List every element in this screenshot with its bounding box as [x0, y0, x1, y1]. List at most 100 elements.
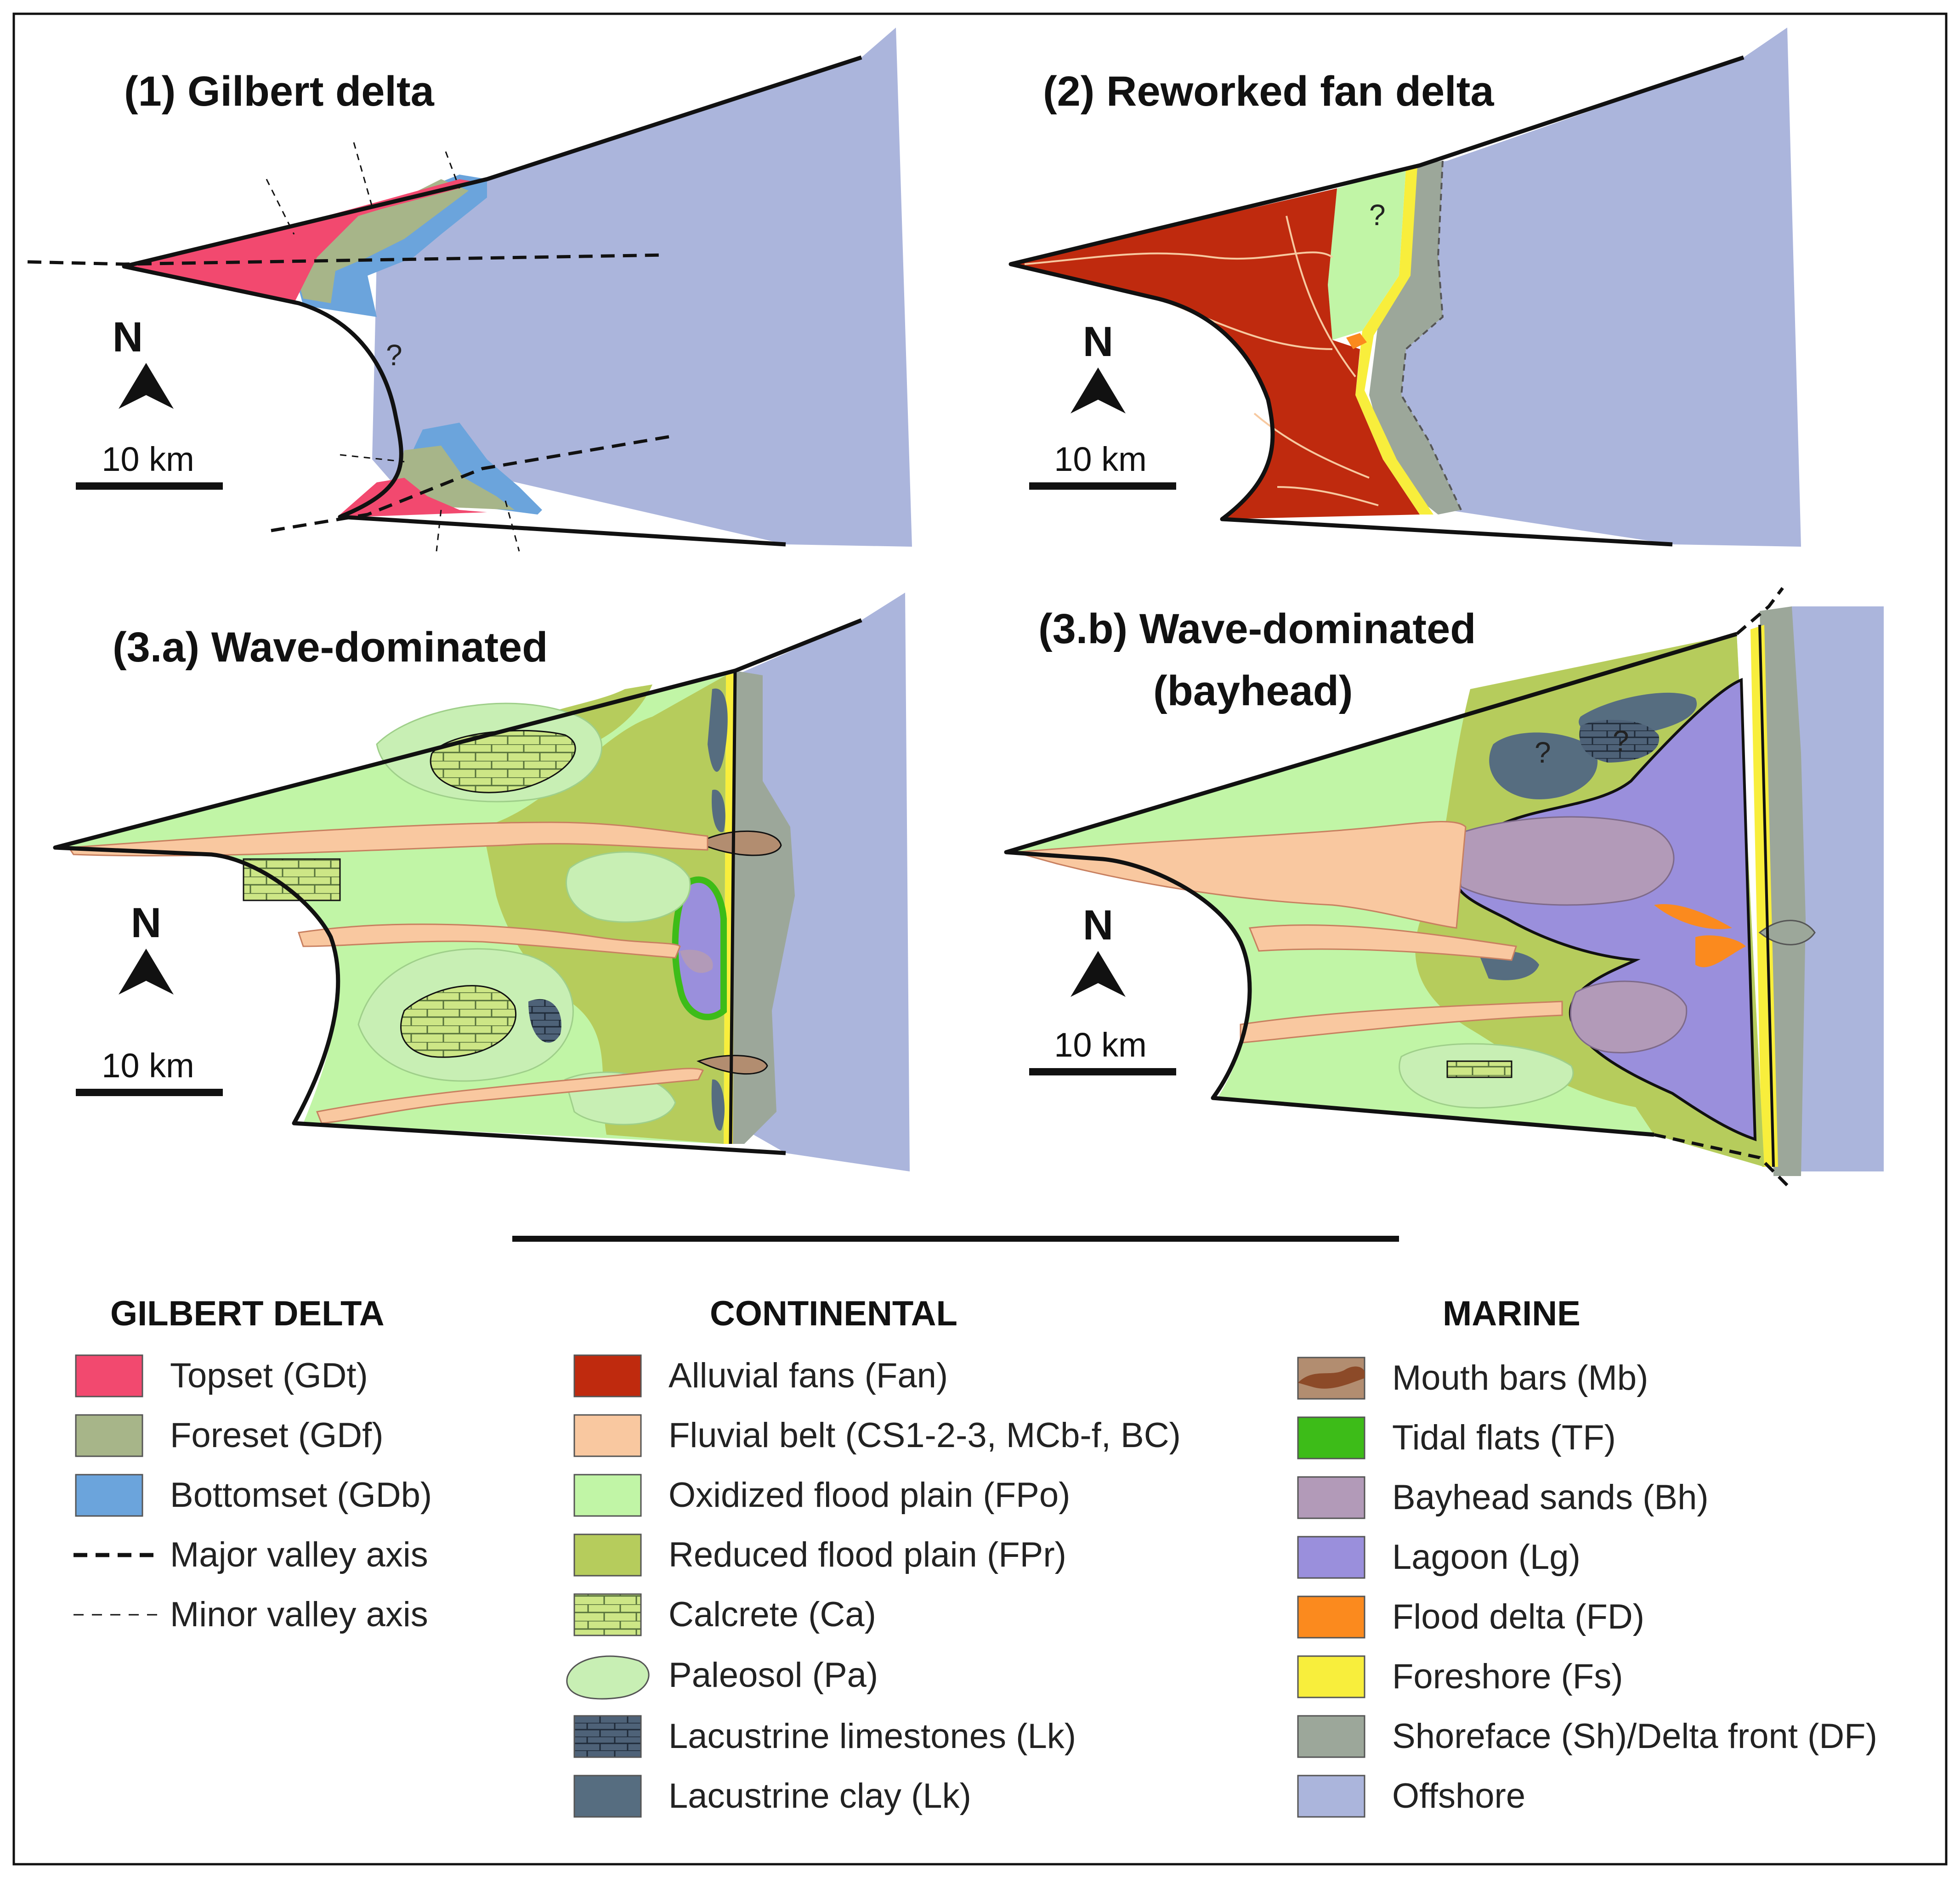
shoreline-line: [1758, 624, 1775, 1167]
legend-label: Minor valley axis: [170, 1595, 428, 1634]
panel-reworked-fan-delta: ? (2) Reworked fan delta N 10 km: [1008, 28, 1801, 547]
valley-outline-dashed-south: [1654, 1133, 1789, 1187]
shoreface-area: [726, 671, 795, 1144]
north-label: N: [131, 899, 161, 946]
bayhead-sand-blob: [680, 950, 713, 973]
panel-title-line1: (3.b) Wave-dominated: [1038, 605, 1476, 652]
fluvial-belts: [68, 821, 708, 1124]
panel-wave-dominated: (3.a) Wave-dominated N 10 km: [53, 593, 910, 1171]
topset-south: [340, 478, 487, 517]
mouth-bar: [1758, 920, 1816, 945]
unknown-mark: ?: [1535, 736, 1551, 769]
legend-label: Lacustrine limestones (Lk): [668, 1717, 1076, 1756]
legend-heading-marine: MARINE: [1443, 1294, 1580, 1333]
major-valley-axis-south: [271, 435, 671, 532]
legend-item-foreset: Foreset (GDf): [75, 1414, 384, 1457]
offshore-area: [358, 28, 912, 547]
foreshore-strip: [1355, 166, 1433, 515]
valley-outline: [1008, 55, 1745, 547]
scale-bar: [76, 482, 223, 490]
north-label: N: [1083, 318, 1113, 365]
panel-title: (3.a) Wave-dominated: [113, 624, 548, 671]
offshore-area: [735, 593, 910, 1171]
legend-label: Fluvial belt (CS1-2-3, MCb-f, BC): [668, 1416, 1181, 1455]
scale-bar-label: 10 km: [102, 440, 194, 478]
paleosol-blob-icon: [566, 1655, 650, 1700]
legend-item-fluvial-belt: Fluvial belt (CS1-2-3, MCb-f, BC): [573, 1414, 1181, 1457]
north-label: N: [1083, 902, 1113, 949]
legend-item-oxidized-flood-plain: Oxidized flood plain (FPo): [573, 1474, 1070, 1517]
legend-label: Flood delta (FD): [1392, 1597, 1644, 1636]
legend-item-bottomset: Bottomset (GDb): [75, 1474, 432, 1517]
legend-item-topset: Topset (GDt): [75, 1354, 368, 1397]
legend-label: Lagoon (Lg): [1392, 1538, 1580, 1577]
lacustrine-limestone-lake: [528, 999, 561, 1043]
legend-label: Topset (GDt): [170, 1356, 368, 1395]
valley-outline: [122, 55, 862, 547]
legend-label: Bayhead sands (Bh): [1392, 1478, 1709, 1517]
scale-bar-label: 10 km: [1054, 440, 1147, 478]
shoreline-dashed: [729, 670, 737, 1144]
legend-label: Offshore: [1392, 1776, 1525, 1816]
legend-heading-continental: CONTINENTAL: [710, 1294, 957, 1333]
panel-title: (1) Gilbert delta: [124, 68, 435, 115]
major-valley-axis-north: [27, 253, 667, 266]
fan-channels: [1024, 215, 1379, 506]
lacustrine-clay-lakes: [662, 688, 728, 1131]
foreset-north: [285, 179, 469, 303]
brick-pattern-icon: [573, 1593, 642, 1636]
valley-outline: [53, 618, 862, 1155]
offshore-area: [1378, 28, 1801, 547]
scale-bar: [1029, 1068, 1176, 1075]
legend-item-mouth-bars: Mouth bars (Mb): [1297, 1357, 1648, 1400]
legend-label: Foreshore (Fs): [1392, 1657, 1623, 1696]
foreset-south: [395, 446, 515, 510]
legend-item-lacustrine-limestones: Lacustrine limestones (Lk): [573, 1715, 1076, 1758]
scale-bar-label: 10 km: [102, 1046, 194, 1085]
panel-title: (2) Reworked fan delta: [1043, 68, 1494, 115]
flood-delta: [1654, 904, 1746, 967]
panel-gilbert-delta: ? (1) Gilbert delta N 10 km: [27, 28, 912, 552]
legend-heading-gilbert: GILBERT DELTA: [110, 1294, 385, 1333]
legend-item-alluvial-fans: Alluvial fans (Fan): [573, 1354, 948, 1397]
north-arrow-icon: [119, 363, 174, 409]
north-label: N: [113, 314, 143, 361]
fluvial-belts: [1015, 820, 1563, 1044]
scale-bar: [1029, 482, 1176, 490]
legend: GILBERT DELTA Topset (GDt) Foreset (GDf)…: [74, 1294, 1877, 1818]
legend-label: Tidal flats (TF): [1392, 1418, 1616, 1457]
legend-label: Oxidized flood plain (FPo): [668, 1476, 1070, 1515]
legend-item-bayhead-sands: Bayhead sands (Bh): [1297, 1476, 1709, 1519]
panel-title-line2: (bayhead): [1153, 667, 1353, 714]
lagoon-area: [672, 876, 727, 1020]
north-arrow-icon: [1071, 951, 1126, 997]
legend-item-major-valley-axis: Major valley axis: [74, 1535, 428, 1574]
north-arrow-icon: [119, 949, 174, 995]
legend-item-lagoon: Lagoon (Lg): [1297, 1536, 1580, 1579]
valley-outline: [1004, 632, 1738, 1137]
legend-label: Reduced flood plain (FPr): [668, 1535, 1066, 1574]
legend-item-flood-delta: Flood delta (FD): [1297, 1595, 1644, 1639]
legend-item-paleosol: Paleosol (Pa): [566, 1655, 878, 1700]
legend-label: Lacustrine clay (Lk): [668, 1776, 971, 1816]
unknown-mark: ?: [1369, 198, 1386, 232]
legend-label: Mouth bars (Mb): [1392, 1358, 1648, 1397]
unknown-mark: ?: [386, 339, 402, 372]
legend-item-minor-valley-axis: Minor valley axis: [74, 1595, 428, 1634]
flood-delta-blob: [1346, 333, 1367, 349]
legend-label: Paleosol (Pa): [668, 1656, 878, 1695]
legend-item-foreshore: Foreshore (Fs): [1297, 1655, 1623, 1698]
topset-north: [124, 179, 473, 303]
legend-label: Alluvial fans (Fan): [668, 1356, 948, 1395]
alluvial-fan-area: [1011, 188, 1420, 519]
offshore-area: [1792, 606, 1884, 1171]
legend-item-calcrete: Calcrete (Ca): [573, 1593, 876, 1636]
legend-label: Calcrete (Ca): [668, 1595, 876, 1634]
calcrete-patch: [1446, 1060, 1512, 1078]
legend-label: Foreset (GDf): [170, 1416, 384, 1455]
legend-item-tidal-flats: Tidal flats (TF): [1297, 1416, 1616, 1459]
north-arrow-icon: [1071, 368, 1126, 413]
legend-item-reduced-flood-plain: Reduced flood plain (FPr): [573, 1533, 1066, 1577]
panel-wave-dominated-bayhead: ? ? (3.b) Wave-dominated (bayhead) N 10 …: [1004, 587, 1884, 1187]
